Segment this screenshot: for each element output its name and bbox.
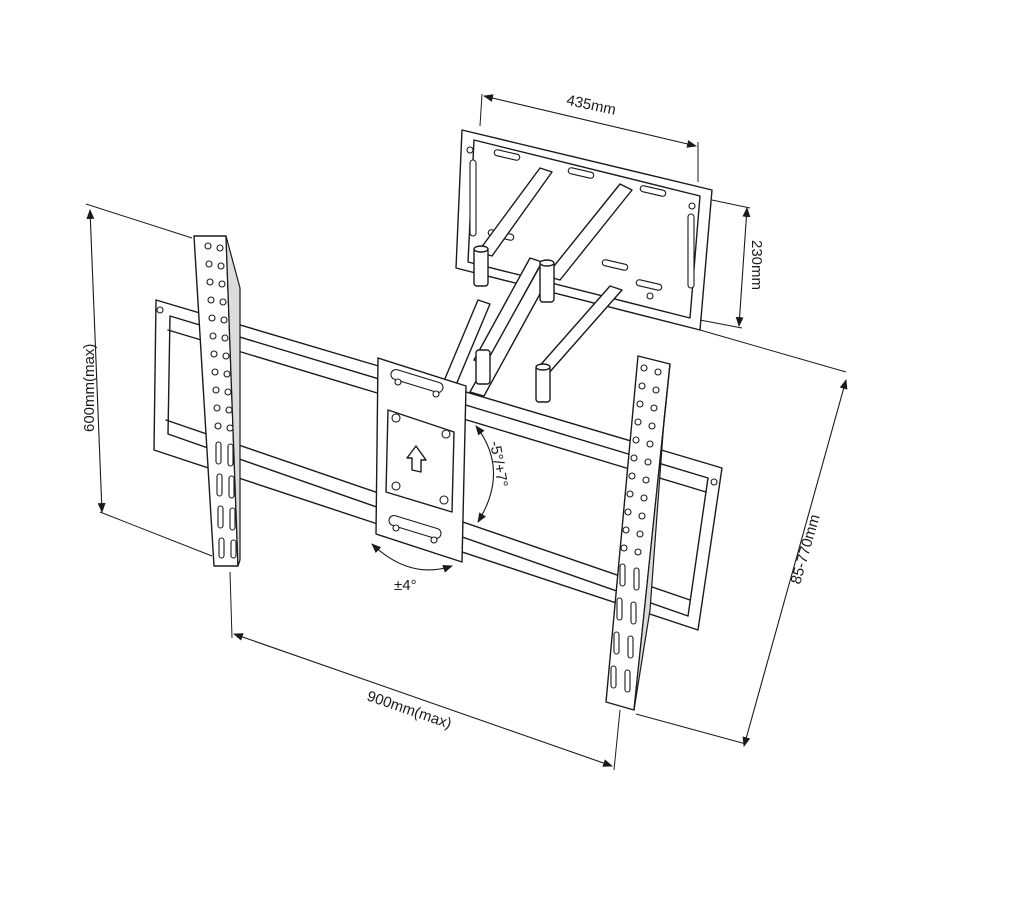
dim-swivel-range: ±4° (394, 577, 417, 594)
articulating-arms (435, 167, 633, 405)
dim-extension-range: 85-770mm (788, 512, 824, 586)
dim-vesa-width: 900mm(max) (365, 688, 454, 733)
dim-vesa-height: 600mm(max) (81, 344, 98, 432)
up-arrow-icon (406, 445, 427, 473)
left-vertical-bracket (193, 235, 241, 567)
dim-wall-plate-height: 230mm (748, 240, 765, 290)
dim-wall-plate-width: 435mm (565, 92, 617, 119)
right-vertical-bracket (605, 355, 671, 711)
tilt-plate (375, 357, 467, 563)
dimension-lines (85, 93, 848, 771)
